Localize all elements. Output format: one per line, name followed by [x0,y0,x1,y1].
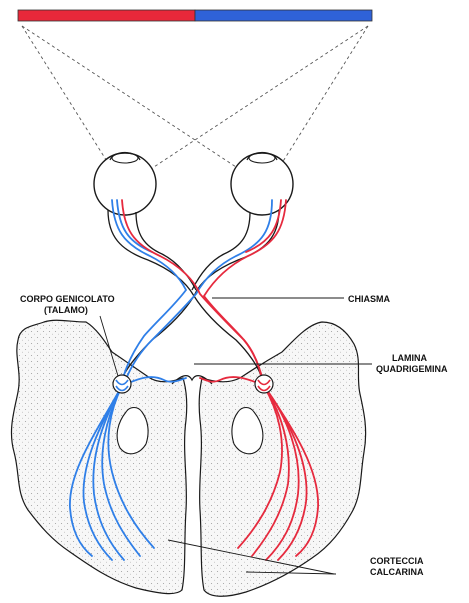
label-corpo-genicolato: CORPO GENICOLATO [20,294,115,304]
left-eye [94,153,156,216]
label-calcarina: CALCARINA [370,567,424,577]
right-geniculate-body [255,375,273,393]
left-hemisphere [11,320,186,593]
label-chiasma: CHIASMA [348,294,390,304]
left-geniculate-body [113,375,131,393]
projection-lines [22,26,368,190]
label-quadrigemina: QUADRIGEMINA [376,364,448,374]
visual-field-bar [18,10,372,21]
label-talamo: (TALAMO) [44,305,88,315]
right-visual-field-bar [195,10,372,21]
right-eye [231,153,293,216]
label-corteccia: CORTECCIA [370,556,424,566]
label-lamina: LAMINA [392,353,427,363]
left-visual-field-bar [18,10,195,21]
